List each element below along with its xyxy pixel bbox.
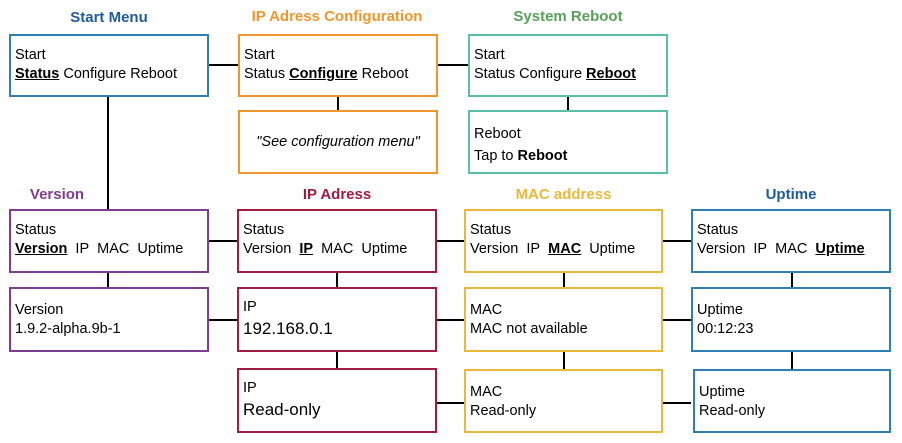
uptime-option[interactable]: Uptime: [137, 241, 184, 257]
mac-option[interactable]: MAC: [321, 241, 354, 257]
config-detail-text: "See configuration menu": [256, 133, 420, 150]
ip-value: 192.168.0.1: [243, 319, 333, 338]
mac-option[interactable]: MAC: [97, 241, 130, 257]
ip-value-box: IP 192.168.0.1: [237, 287, 437, 352]
reboot-option[interactable]: Reboot: [361, 66, 409, 82]
mac-option[interactable]: MAC: [775, 241, 808, 257]
version-value: 1.9.2-alpha.9b-1: [15, 321, 121, 337]
version-option[interactable]: Version: [697, 241, 746, 257]
status-option[interactable]: Status: [474, 66, 516, 82]
uptime-readonly-value: Read-only: [699, 403, 766, 419]
title-uptime: Uptime: [765, 186, 817, 203]
ip-option[interactable]: IP: [753, 241, 768, 257]
ip-value-label: IP: [243, 299, 257, 315]
mac-readonly-label: MAC: [470, 384, 503, 400]
uptime-option[interactable]: Uptime: [815, 241, 865, 257]
uptime-value: 00:12:23: [697, 321, 754, 337]
status-label: Status: [697, 222, 739, 238]
mac-readonly-value: Read-only: [470, 403, 537, 419]
uptime-value-box: Uptime 00:12:23: [691, 287, 891, 352]
status-label: Status: [243, 222, 285, 238]
mac-readonly-box: MAC Read-only: [464, 369, 663, 433]
system-reboot-box[interactable]: Start Status Configure Reboot: [468, 34, 668, 97]
ip-config-box[interactable]: Start Status Configure Reboot: [238, 34, 438, 97]
configure-option[interactable]: Configure: [63, 66, 127, 82]
mac-option[interactable]: MAC: [548, 241, 582, 257]
version-option[interactable]: Version: [470, 241, 519, 257]
mac-menu-box[interactable]: Status Version IP MAC Uptime: [464, 209, 663, 273]
uptime-readonly-box: Uptime Read-only: [693, 369, 891, 433]
ip-option[interactable]: IP: [75, 241, 90, 257]
status-option[interactable]: Status: [15, 66, 60, 82]
ip-readonly-value: Read-only: [243, 400, 321, 419]
uptime-option[interactable]: Uptime: [589, 241, 636, 257]
title-ip-address: IP Adress: [302, 186, 372, 203]
mac-value: MAC not available: [470, 321, 588, 337]
uptime-value-label: Uptime: [697, 302, 743, 318]
uptime-option[interactable]: Uptime: [361, 241, 408, 257]
status-label: Status: [470, 222, 512, 238]
reboot-detail-box[interactable]: Reboot Tap to Reboot: [468, 110, 668, 174]
reboot-detail-label: Reboot: [474, 126, 521, 142]
mac-value-box: MAC MAC not available: [464, 287, 663, 352]
config-detail-box: "See configuration menu": [238, 110, 438, 174]
reboot-action-button[interactable]: Reboot: [517, 148, 568, 164]
configure-option[interactable]: Configure: [289, 66, 358, 82]
title-version: Version: [29, 186, 85, 203]
title-ip-config: IP Adress Configuration: [251, 8, 423, 25]
ip-readonly-label: IP: [243, 380, 257, 396]
title-mac-address: MAC address: [515, 186, 612, 203]
uptime-readonly-label: Uptime: [699, 384, 745, 400]
reboot-option[interactable]: Reboot: [130, 66, 178, 82]
tap-to-label: Tap to: [474, 148, 514, 164]
reboot-option[interactable]: Reboot: [586, 66, 636, 82]
start-menu-box[interactable]: Start Status Configure Reboot: [9, 34, 209, 97]
version-value-label: Version: [15, 302, 64, 318]
configure-option[interactable]: Configure: [519, 66, 583, 82]
ip-option[interactable]: IP: [299, 241, 314, 257]
mac-value-label: MAC: [470, 302, 503, 318]
version-value-box: Version 1.9.2-alpha.9b-1: [9, 287, 209, 352]
version-menu-box[interactable]: Status Version IP MAC Uptime: [9, 209, 209, 273]
version-option[interactable]: Version: [15, 241, 68, 257]
start-label: Start: [15, 47, 46, 63]
ip-readonly-box: IP Read-only: [237, 368, 437, 433]
title-system-reboot: System Reboot: [513, 8, 623, 25]
title-start-menu: Start Menu: [70, 9, 148, 26]
start-label: Start: [474, 47, 505, 63]
version-option[interactable]: Version: [243, 241, 292, 257]
status-label: Status: [15, 222, 57, 238]
ip-option[interactable]: IP: [526, 241, 541, 257]
status-option[interactable]: Status: [244, 66, 286, 82]
start-label: Start: [244, 47, 275, 63]
ip-menu-box[interactable]: Status Version IP MAC Uptime: [237, 209, 437, 273]
uptime-menu-box[interactable]: Status Version IP MAC Uptime: [691, 209, 891, 273]
